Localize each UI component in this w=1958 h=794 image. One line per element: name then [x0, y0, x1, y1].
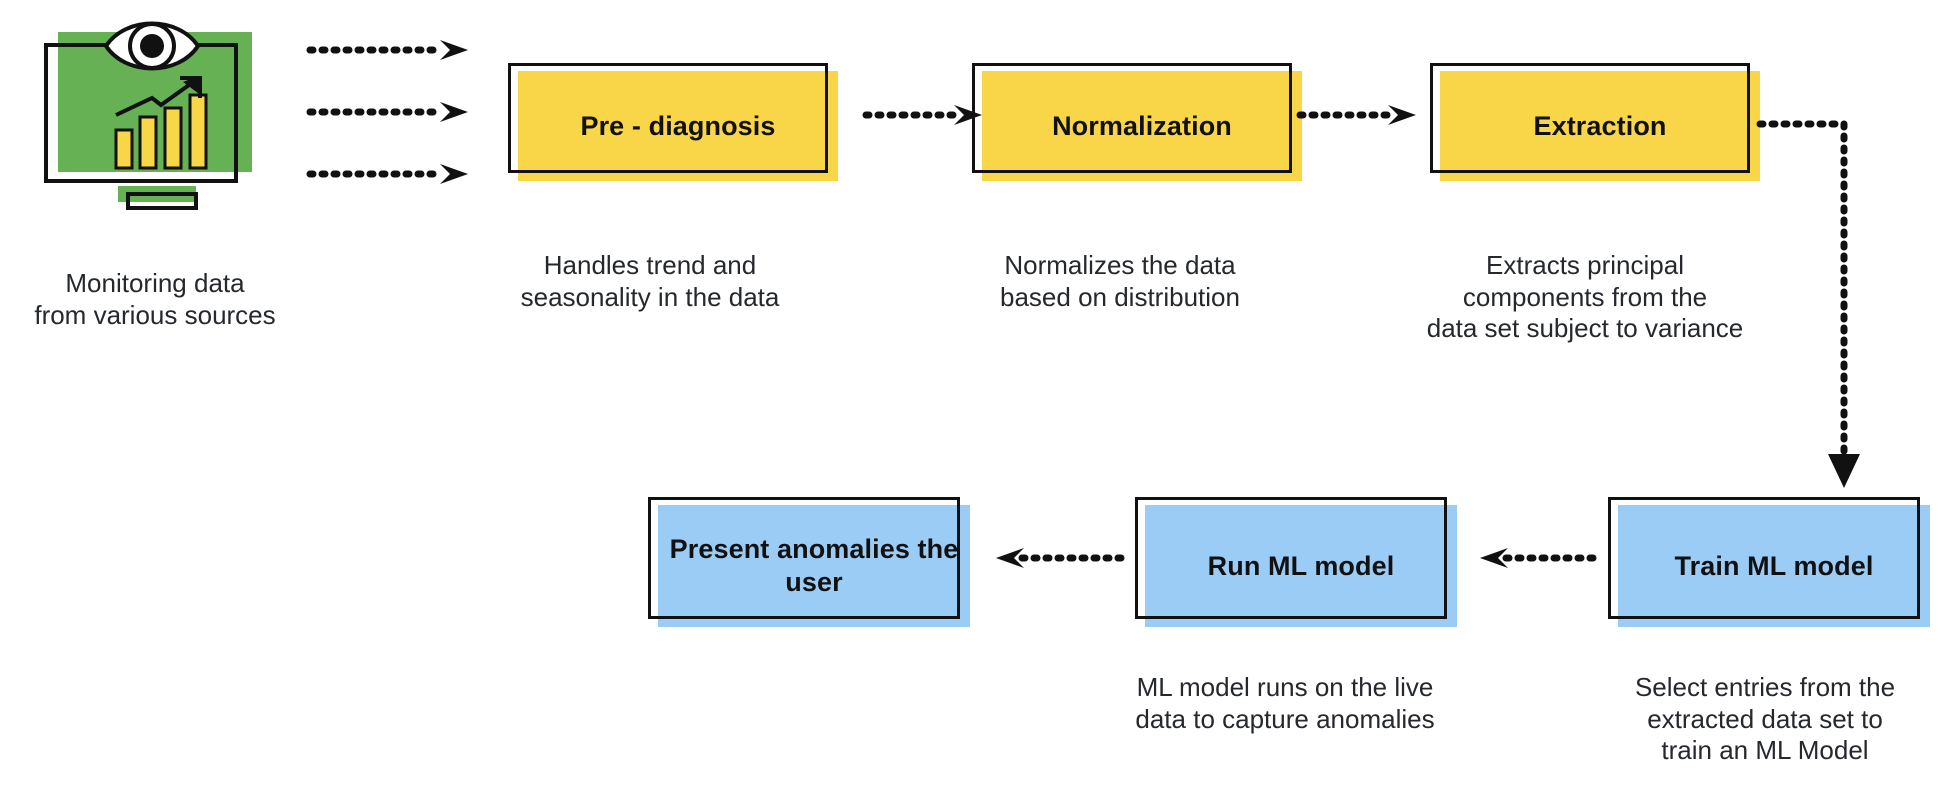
caption-run-ml-model: ML model runs on the live data to captur… — [1135, 672, 1435, 734]
stage-box-run-ml-model[interactable]: Run ML model — [1135, 497, 1457, 627]
stage-label-normalization: Normalization — [1052, 110, 1232, 141]
stage-label-present-anomalies: Present anomalies the user — [669, 534, 959, 597]
stage-box-normalization[interactable]: Normalization — [972, 63, 1302, 181]
stage-outline-train-ml-model — [1608, 497, 1920, 619]
monitor-stand-outline — [126, 192, 198, 210]
stage-fill-present-anomalies — [658, 505, 970, 627]
arrow-normalization-to-extraction — [1296, 105, 1416, 125]
stage-outline-pre-diagnosis — [508, 63, 828, 173]
arrow-source-to-pre-1 — [306, 40, 468, 60]
arrow-train-to-run — [1480, 548, 1602, 568]
stage-label-train-ml-model: Train ML model — [1674, 550, 1874, 581]
caption-extraction: Extracts principal components from the d… — [1426, 250, 1744, 344]
stage-fill-train-ml-model — [1618, 505, 1930, 627]
arrow-pre-to-normalization — [862, 105, 982, 125]
caption-pre-diagnosis: Handles trend and seasonality in the dat… — [520, 250, 780, 312]
caption-train-ml-model: Select entries from the extracted data s… — [1634, 672, 1896, 766]
stage-outline-present-anomalies — [648, 497, 960, 619]
stage-box-pre-diagnosis[interactable]: Pre - diagnosis — [508, 63, 838, 181]
monitor-contents-icon — [103, 21, 208, 170]
stage-fill-normalization — [982, 71, 1302, 181]
stage-label-pre-diagnosis: Pre - diagnosis — [580, 110, 776, 141]
caption-monitoring-source: Monitoring data from various sources — [34, 268, 276, 330]
stage-fill-extraction — [1440, 71, 1760, 181]
monitoring-dashboard-icon — [30, 10, 270, 210]
arrow-source-to-pre-2 — [306, 102, 468, 122]
stage-fill-run-ml-model — [1145, 505, 1457, 627]
caption-normalization: Normalizes the data based on distributio… — [1000, 250, 1240, 312]
stage-outline-normalization — [972, 63, 1292, 173]
stage-label-extraction: Extraction — [1533, 110, 1667, 141]
stage-fill-pre-diagnosis — [518, 71, 838, 181]
stage-box-train-ml-model[interactable]: Train ML model — [1608, 497, 1930, 627]
arrow-run-to-present — [996, 548, 1130, 568]
stage-box-present-anomalies[interactable]: Present anomalies the user — [648, 497, 970, 627]
arrow-extraction-to-train — [1756, 120, 1860, 488]
stage-label-run-ml-model: Run ML model — [1207, 550, 1395, 581]
arrow-source-to-pre-3 — [306, 164, 468, 184]
stage-outline-extraction — [1430, 63, 1750, 173]
stage-box-extraction[interactable]: Extraction — [1430, 63, 1760, 181]
stage-outline-run-ml-model — [1135, 497, 1447, 619]
